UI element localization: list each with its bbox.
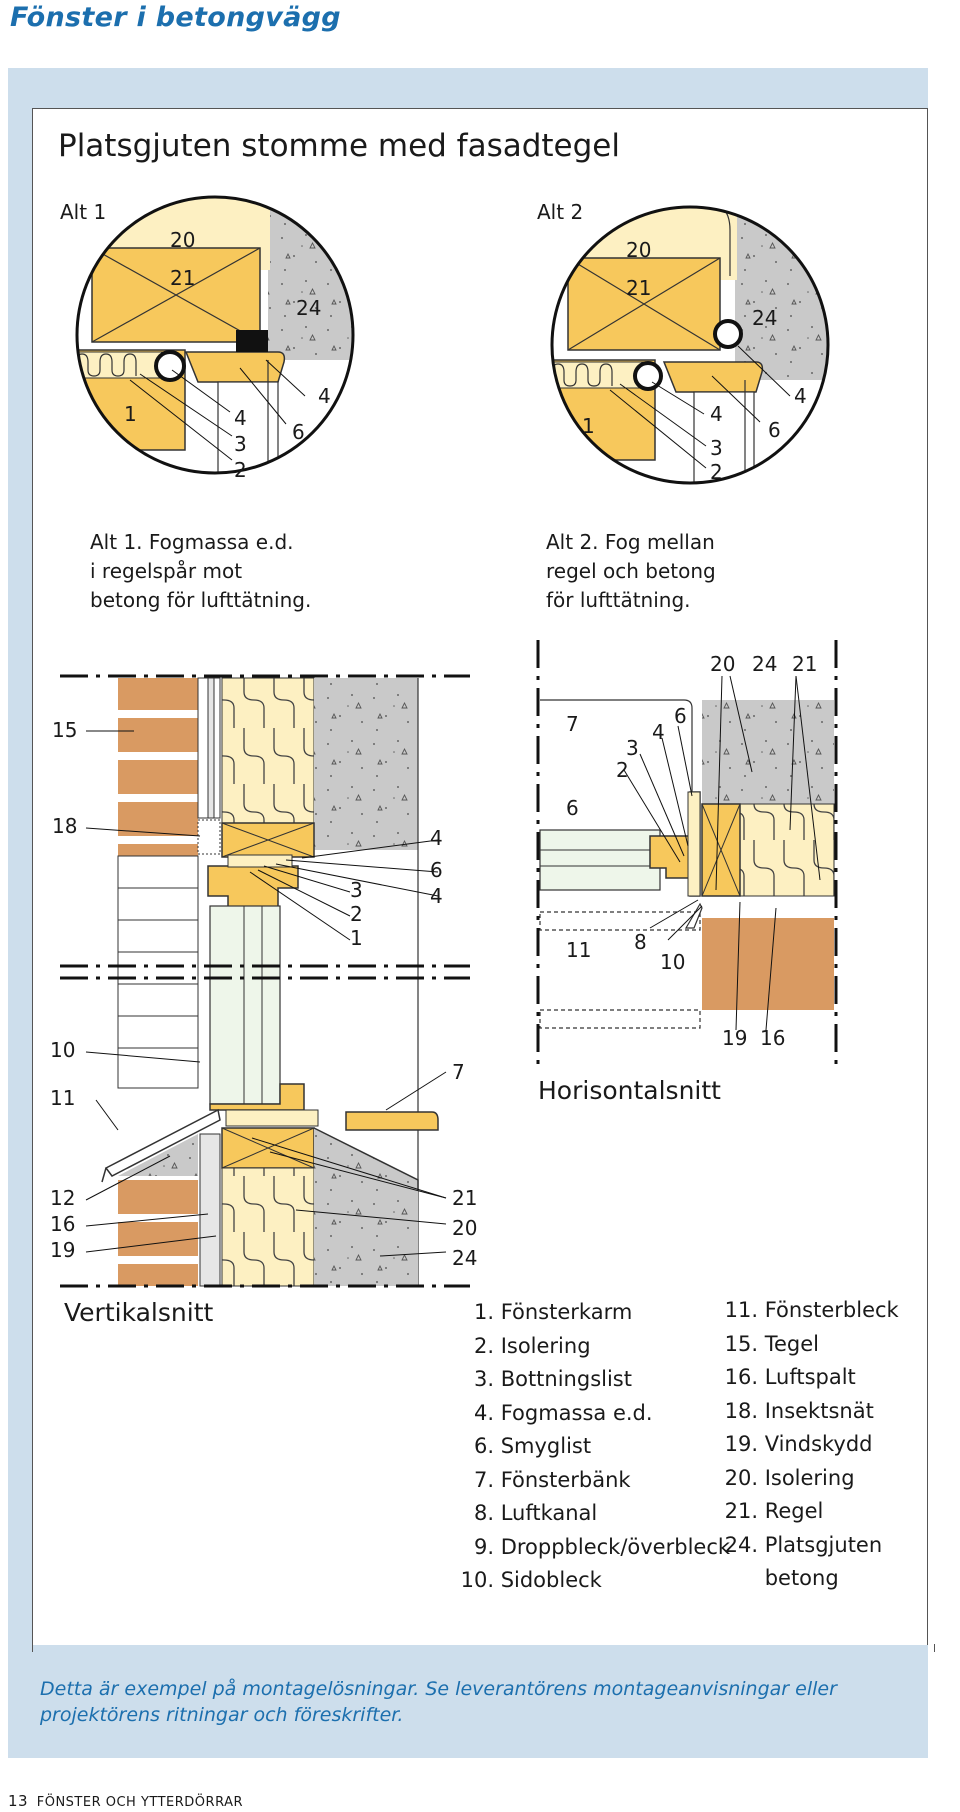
alt2-callout: 3 xyxy=(710,436,723,460)
legend-item: betong xyxy=(764,1566,839,1590)
alt2-callout: 21 xyxy=(626,276,652,300)
legend-item: 11. Fönsterbleck xyxy=(724,1298,899,1322)
legend-item: 18. Insektsnät xyxy=(724,1398,874,1423)
vertical-callout: 4 xyxy=(430,884,443,908)
horizontal-callout: 16 xyxy=(760,1026,786,1050)
vertical-callout: 18 xyxy=(52,814,78,838)
vertical-callout: 2 xyxy=(350,902,363,926)
legend-item: 2. Isolering xyxy=(473,1333,591,1358)
alt2-detail xyxy=(552,207,828,483)
horizontal-callout: 21 xyxy=(792,652,818,676)
legend-item: 21. Regel xyxy=(724,1499,824,1523)
figure-title: Platsgjuten stomme med fasadtegel xyxy=(58,128,620,164)
legend-item: 15. Tegel xyxy=(724,1331,819,1356)
vertical-callout: 3 xyxy=(350,878,363,902)
vertical-callout: 19 xyxy=(50,1238,76,1262)
horizontal-callout: 20 xyxy=(710,652,736,676)
alt1-callout: 3 xyxy=(234,432,247,456)
horizontal-leaders xyxy=(623,675,821,1031)
legend-item: 19. Vindskydd xyxy=(724,1432,873,1456)
legend-item: 4. Fogmassa e.d. xyxy=(473,1400,653,1425)
alt1-caption: Alt 1. Fogmassa e.d. i regelspår mot bet… xyxy=(90,530,312,612)
horizontal-callout: 4 xyxy=(652,720,665,744)
vertical-leaders xyxy=(85,730,447,1257)
vertical-callout: 4 xyxy=(430,826,443,850)
page-footer: 13 FÖNSTER OCH YTTERDÖRRAR xyxy=(8,1792,243,1810)
vertical-callout: 1 xyxy=(350,926,363,950)
vertical-callout: 7 xyxy=(452,1060,465,1084)
alt1-callout: 21 xyxy=(170,266,196,290)
alt1-callout: 4 xyxy=(234,406,247,430)
horizontal-callout: 19 xyxy=(722,1026,748,1050)
alt1-callout: 6 xyxy=(292,420,305,444)
legend-item: 8. Luftkanal xyxy=(473,1501,598,1525)
vertical-callout: 11 xyxy=(50,1086,76,1110)
horizontal-callout: 6 xyxy=(674,704,687,728)
vertical-callout: 16 xyxy=(50,1212,76,1236)
legend-item: 9. Droppbleck/överbleck xyxy=(473,1534,731,1559)
horizontal-callout: 7 xyxy=(566,712,579,736)
horizontal-section-label: Horisontalsnitt xyxy=(538,1076,721,1105)
vertical-callout: 6 xyxy=(430,858,443,882)
alt2-caption: Alt 2. Fog mellan regel och betong för l… xyxy=(546,530,716,612)
alt1-label: Alt 1 xyxy=(60,200,107,224)
alt2-callout: 4 xyxy=(710,402,723,426)
alt1-callout: 1 xyxy=(124,402,137,426)
vertical-section-label: Vertikalsnitt xyxy=(64,1298,214,1327)
horizontal-callout: 2 xyxy=(616,758,629,782)
vertical-callout: 10 xyxy=(50,1038,76,1062)
footnote: Detta är exempel på montagelösningar. Se… xyxy=(40,1678,837,1726)
alt2-callout: 4 xyxy=(794,384,807,408)
vertical-callout: 12 xyxy=(50,1186,76,1210)
vertical-callout: 15 xyxy=(52,718,78,742)
horizontal-callout: 8 xyxy=(634,930,647,954)
legend-right: 11. Fönsterbleck 15. Tegel 16. Luftspalt… xyxy=(724,1294,899,1596)
legend-left: 1. Fönsterkarm 2. Isolering 3. Bottnings… xyxy=(454,1296,730,1598)
alt2-callout: 1 xyxy=(582,414,595,438)
alt1-callout: 20 xyxy=(170,228,196,252)
vertical-callout: 21 xyxy=(452,1186,478,1210)
alt1-callout: 24 xyxy=(296,296,322,320)
alt1-detail xyxy=(77,197,353,473)
alt2-callout: 20 xyxy=(626,238,652,262)
footer-text: FÖNSTER OCH YTTERDÖRRAR xyxy=(36,1795,244,1810)
vertical-callout: 20 xyxy=(452,1216,478,1240)
legend-item: 24. Platsgjuten xyxy=(724,1532,883,1557)
horizontal-callout: 3 xyxy=(626,736,639,760)
horizontal-callout: 11 xyxy=(566,938,592,962)
horizontal-callout: 10 xyxy=(660,950,686,974)
legend-item: 7. Fönsterbänk xyxy=(473,1467,631,1492)
vertical-section xyxy=(60,674,470,1288)
legend-item: 1. Fönsterkarm xyxy=(473,1300,633,1324)
alt2-callout: 24 xyxy=(752,306,778,330)
legend-item: 3. Bottningslist xyxy=(473,1367,632,1391)
horizontal-callout: 24 xyxy=(752,652,778,676)
page-number: 13 xyxy=(8,1792,29,1810)
alt2-callout: 2 xyxy=(710,460,723,484)
page-heading: Fönster i betongvägg xyxy=(10,2,341,33)
alt2-callout: 6 xyxy=(768,418,781,442)
legend-item: 20. Isolering xyxy=(724,1465,855,1490)
alt2-label: Alt 2 xyxy=(537,200,584,224)
legend-item: 6. Smyglist xyxy=(473,1434,592,1458)
legend-item: 16. Luftspalt xyxy=(724,1365,856,1389)
alt1-callout: 2 xyxy=(234,458,247,482)
alt1-callout: 4 xyxy=(318,384,331,408)
legend-item: 10. Sidobleck xyxy=(460,1568,602,1592)
horizontal-section xyxy=(536,640,838,1064)
vertical-callout: 24 xyxy=(452,1246,478,1270)
horizontal-callout: 6 xyxy=(566,796,579,820)
